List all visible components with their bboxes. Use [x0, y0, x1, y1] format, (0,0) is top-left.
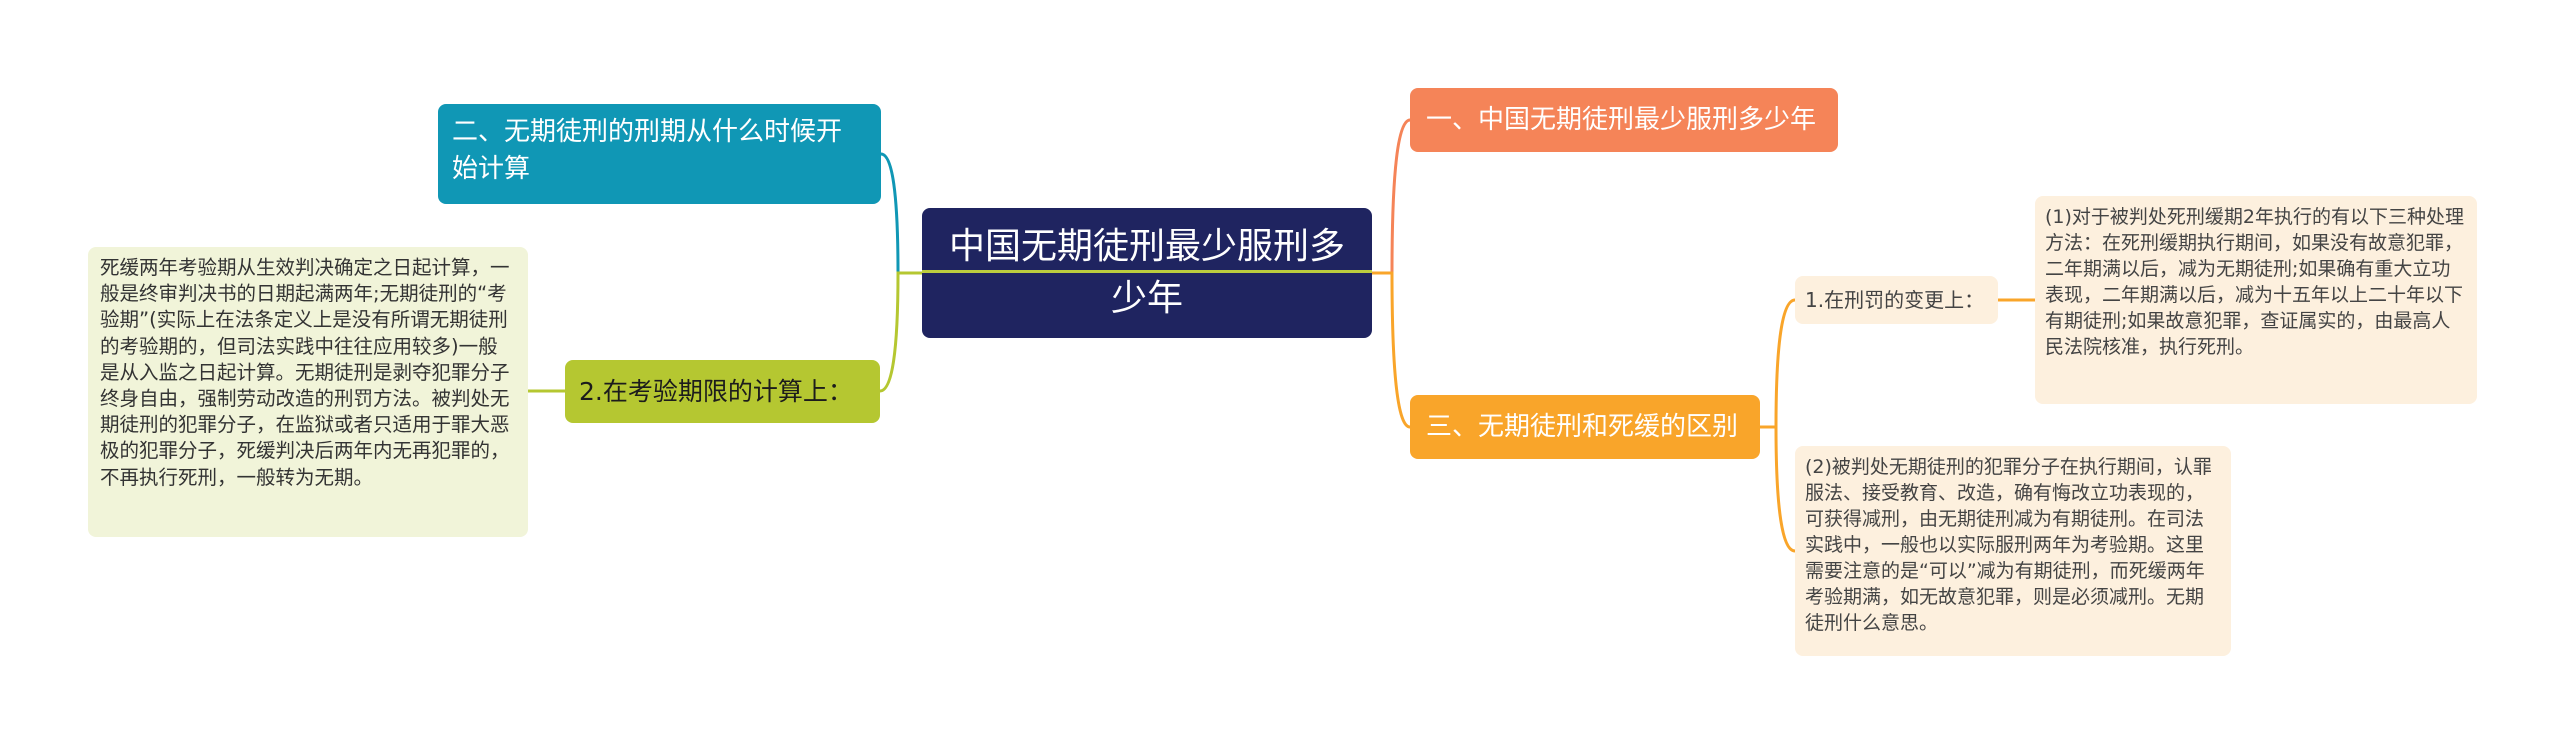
branch-minimum-term[interactable]: 一、中国无期徒刑最少服刑多少年	[1410, 88, 1838, 152]
branch-timing-label: 二、无期徒刑的刑期从什么时候开始计算	[452, 117, 843, 184]
branch-minimum-term-label: 一、中国无期徒刑最少服刑多少年	[1426, 105, 1817, 135]
link-root-orange	[1372, 271, 1411, 429]
branch-difference-label: 三、无期徒刑和死缓的区别	[1426, 412, 1739, 442]
leaf-life-sentence-reduction[interactable]: (2)被判处无期徒刑的犯罪分子在执行期间，认罪服法、接受教育、改造，确有悔改立功…	[1795, 446, 2231, 656]
branch-timing[interactable]: 二、无期徒刑的刑期从什么时候开始计算	[438, 104, 881, 204]
sub-penalty-change-label: 1.在刑罚的变更上：	[1805, 288, 1985, 312]
branch-probation-calc[interactable]: 2.在考验期限的计算上：	[565, 360, 880, 423]
leaf-death-reprieve-options[interactable]: (1)对于被判处死刑缓期2年执行的有以下三种处理方法：在死刑缓期执行期间，如果没…	[2035, 196, 2477, 404]
link-orange-sub1	[1760, 298, 1796, 429]
link-orange-leaf2	[1760, 425, 1796, 553]
leaf-death-reprieve-options-text: (1)对于被判处死刑缓期2年执行的有以下三种处理方法：在死刑缓期执行期间，如果没…	[2045, 206, 2465, 358]
leaf-probation-detail-text: 死缓两年考验期从生效判决确定之日起计算，一般是终审判决书的日期起满两年;无期徒刑…	[100, 256, 510, 489]
branch-probation-calc-label: 2.在考验期限的计算上：	[579, 377, 853, 406]
leaf-life-sentence-reduction-text: (2)被判处无期徒刑的犯罪分子在执行期间，认罪服法、接受教育、改造，确有悔改立功…	[1805, 456, 2212, 634]
root-connector-bar	[922, 270, 1372, 273]
root-topic[interactable]: 中国无期徒刑最少服刑多少年	[922, 208, 1372, 338]
link-root-coral	[1372, 118, 1411, 275]
sub-penalty-change[interactable]: 1.在刑罚的变更上：	[1795, 276, 1998, 324]
link-root-green	[879, 271, 922, 393]
branch-difference[interactable]: 三、无期徒刑和死缓的区别	[1410, 395, 1760, 459]
leaf-probation-detail[interactable]: 死缓两年考验期从生效判决确定之日起计算，一般是终审判决书的日期起满两年;无期徒刑…	[88, 247, 528, 537]
link-root-teal	[880, 152, 922, 275]
root-topic-label: 中国无期徒刑最少服刑多少年	[948, 226, 1345, 319]
